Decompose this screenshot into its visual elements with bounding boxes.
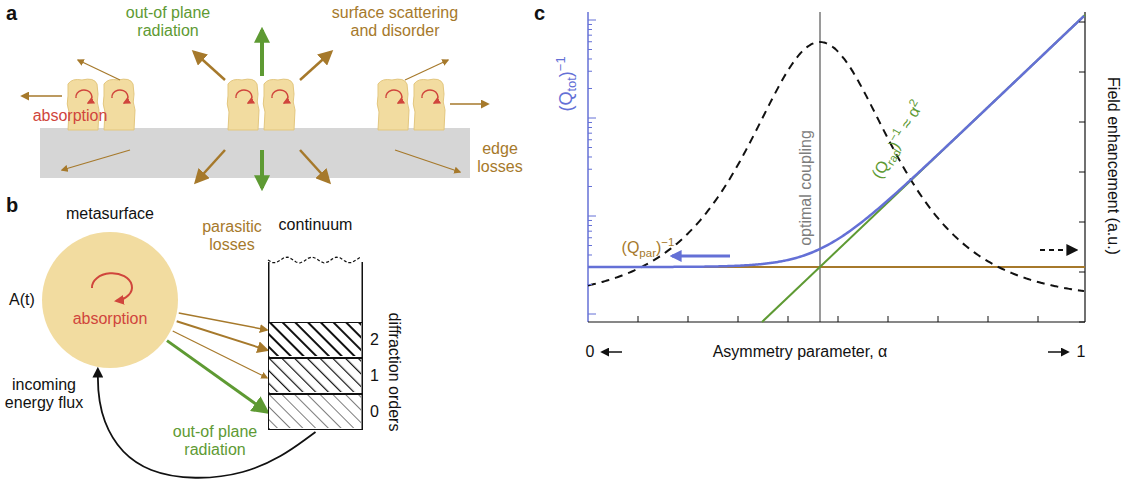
diffraction-band: 1 xyxy=(268,358,363,394)
axis-tick xyxy=(588,58,592,59)
axis-tick xyxy=(588,231,592,232)
axis-tick xyxy=(638,316,639,322)
axis-tick xyxy=(1079,222,1085,223)
panel-letter: a xyxy=(6,2,17,25)
loss-label: edge losses xyxy=(472,140,528,177)
q-factor-plot xyxy=(588,12,1085,352)
hatch-fill xyxy=(269,359,361,392)
axis-tick xyxy=(588,127,592,128)
axis-tick xyxy=(588,237,592,238)
axis-tick xyxy=(1079,122,1085,123)
direction-arrow xyxy=(602,351,622,353)
amplitude-label: A(t) xyxy=(9,291,35,309)
order-number: 0 xyxy=(370,403,379,421)
hatch-fill xyxy=(269,395,361,428)
field-curve xyxy=(588,42,1084,291)
optimal-line xyxy=(819,12,821,322)
axis-tick xyxy=(588,220,592,221)
axis-tick xyxy=(588,122,592,123)
axis-tick xyxy=(588,267,592,268)
curve-label: (Qrad)−1 ≈ α2 xyxy=(868,98,927,182)
axis-tick xyxy=(588,24,592,25)
axis-value: 0 xyxy=(586,343,595,361)
panel-letter: b xyxy=(6,194,18,217)
axis-tick xyxy=(588,156,592,157)
axis-tick xyxy=(588,41,592,42)
circle-shape xyxy=(42,232,178,368)
edge-label: incoming energy flux xyxy=(1,376,87,413)
axis-tick xyxy=(1079,172,1085,173)
panel-letter: c xyxy=(534,2,545,25)
axis-tick xyxy=(588,88,592,89)
axis-tick xyxy=(838,316,839,322)
axis-tick xyxy=(588,71,592,72)
axis-tick xyxy=(938,316,939,322)
absorption-label: absorption xyxy=(33,107,108,125)
loss-arrows xyxy=(22,30,488,188)
axis-tick xyxy=(588,284,592,285)
axis-tick xyxy=(588,147,592,148)
connector xyxy=(179,313,267,330)
axis-tick xyxy=(588,225,592,226)
curve-label: optimal coupling xyxy=(797,130,815,246)
order-number: 1 xyxy=(370,367,379,385)
loss-label: out-of plane radiation xyxy=(112,4,224,41)
axis-tick xyxy=(1079,322,1085,323)
direction-arrow xyxy=(1048,351,1068,353)
axis-pointer xyxy=(1040,249,1076,251)
hatch-fill xyxy=(269,323,361,356)
diffraction-band: 2 xyxy=(268,322,363,358)
axis-tick xyxy=(1079,72,1085,73)
axis-tick xyxy=(888,316,889,322)
substrate xyxy=(40,128,470,178)
axis-tick xyxy=(738,316,739,322)
curve-label: (Qpar)−1 xyxy=(622,239,675,257)
edge-label: out-of plane radiation xyxy=(165,423,265,460)
bottom-axis xyxy=(588,321,1085,322)
edge-label: parasitic losses xyxy=(190,218,274,255)
axis-tick xyxy=(588,118,596,119)
axis-label: diffraction orders xyxy=(385,313,403,432)
axis-tick xyxy=(688,316,689,322)
component-label: metasurface xyxy=(66,205,154,223)
connector xyxy=(167,341,267,412)
axis-label: (Qtot)−1 xyxy=(556,56,577,111)
axis-tick xyxy=(588,133,592,134)
circulating-current xyxy=(76,90,438,103)
axis-tick xyxy=(588,49,592,50)
axis-tick xyxy=(588,139,592,140)
axis-label: Field enhancement (a.u.) xyxy=(1104,77,1122,255)
metasurface-illustration xyxy=(22,30,488,188)
axis-tick xyxy=(988,316,989,322)
axis-tick xyxy=(588,29,592,30)
axis-tick xyxy=(1079,22,1085,23)
axis-tick xyxy=(1038,316,1039,322)
pillars xyxy=(67,79,445,130)
order-number: 2 xyxy=(370,331,379,349)
diffraction-band: 0 xyxy=(268,394,363,430)
axis-tick xyxy=(588,186,592,187)
axis-tick xyxy=(588,254,592,255)
axis-value: 1 xyxy=(1077,343,1086,361)
right-axis xyxy=(1084,12,1085,322)
axis-tick xyxy=(1079,272,1085,273)
resonator-circle: absorption xyxy=(42,232,178,368)
axis-pointer xyxy=(672,255,730,258)
node-label: absorption xyxy=(73,310,148,328)
axis-tick xyxy=(588,35,592,36)
axis-tick xyxy=(588,169,592,170)
continuum-stack: 210continuum xyxy=(268,250,363,430)
loss-label: surface scattering and disorder xyxy=(320,4,470,41)
axis-label: Asymmetry parameter, α xyxy=(713,343,888,361)
axis-tick xyxy=(588,216,596,217)
axis-tick xyxy=(588,314,596,315)
connector xyxy=(177,321,267,350)
axis-tick xyxy=(588,245,592,246)
axis-tick xyxy=(788,316,789,322)
total-loss-curve xyxy=(588,16,1084,267)
axis-tick xyxy=(588,20,596,21)
node-heading: continuum xyxy=(279,216,353,234)
